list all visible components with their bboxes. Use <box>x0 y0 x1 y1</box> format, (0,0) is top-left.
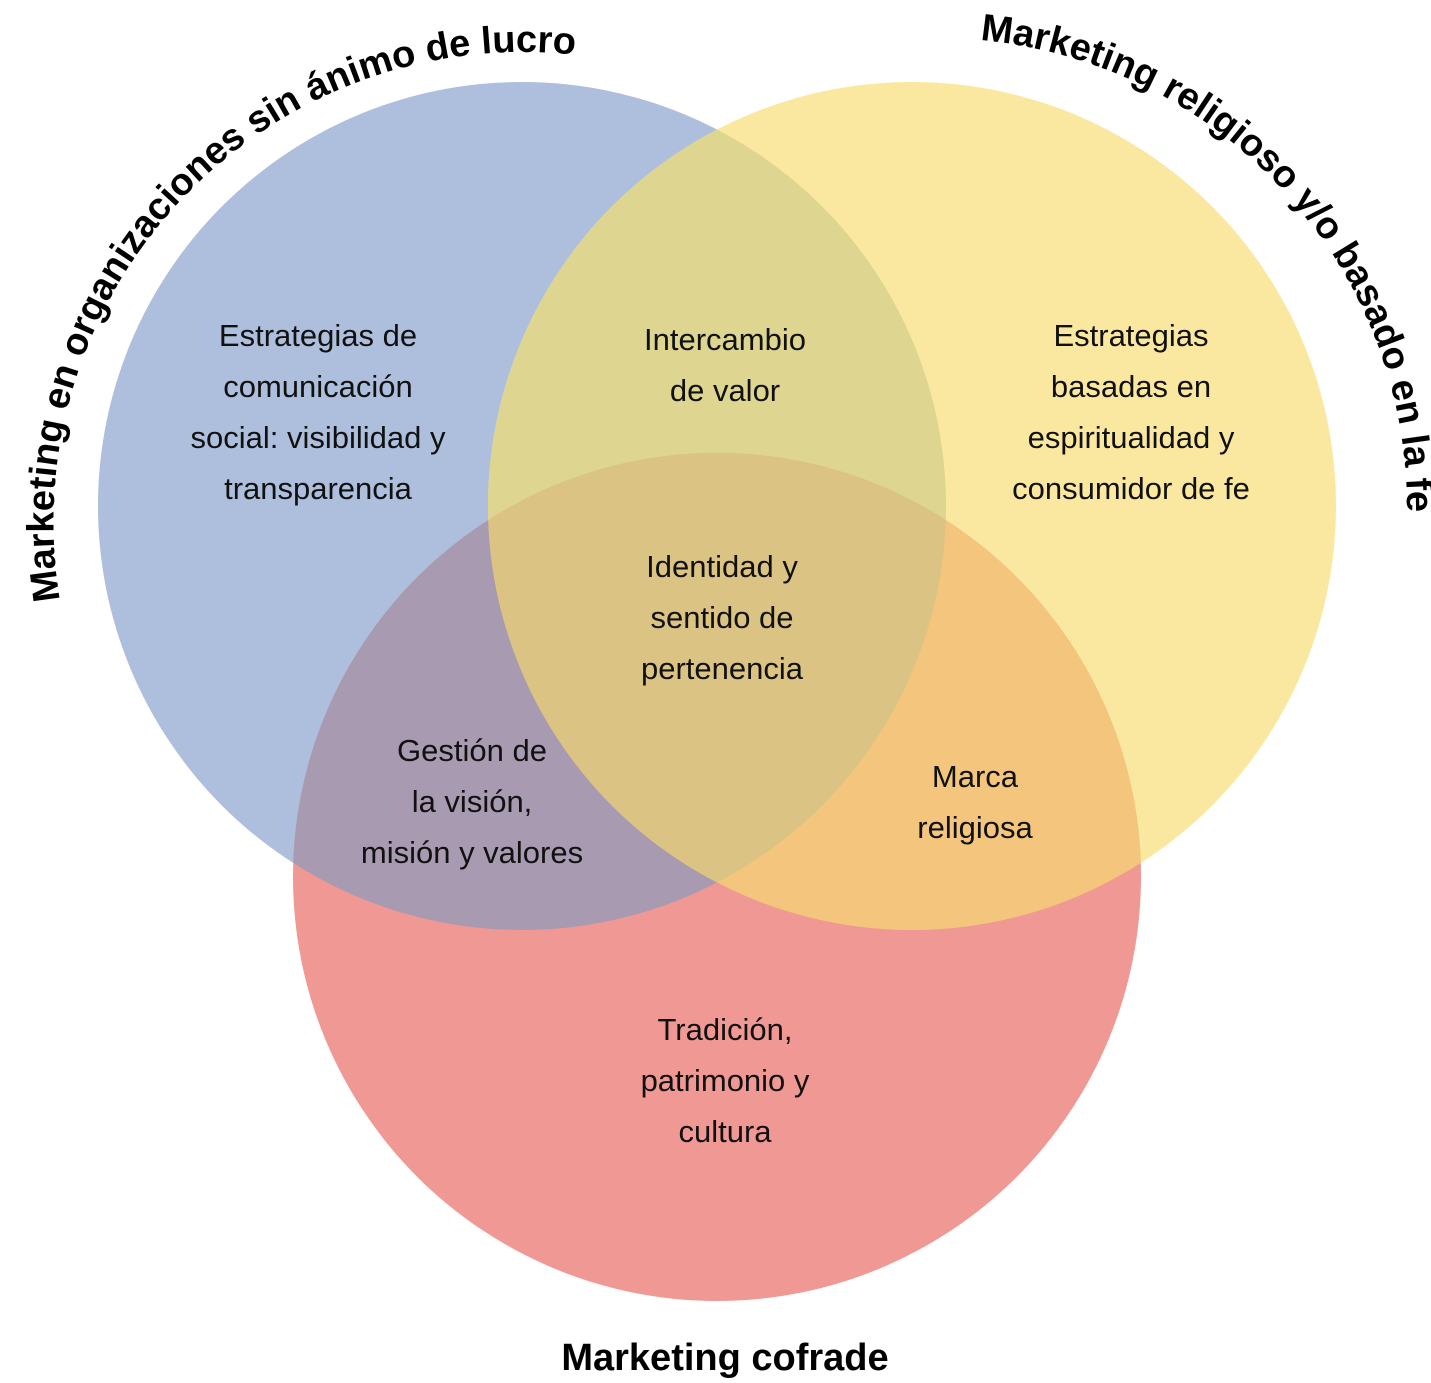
region-label-line: basadas en <box>1051 369 1211 404</box>
region-label-line: Marca <box>932 759 1019 794</box>
region-label-line: Estrategias de <box>219 318 417 353</box>
region-label-line: Gestión de <box>397 733 547 768</box>
region-label-line: espiritualidad y <box>1028 420 1235 455</box>
region-label-cofrade-only: Tradición, patrimonio y cultura <box>641 1012 810 1149</box>
region-label-line: de valor <box>670 373 780 408</box>
region-label-religious-only: Estrategias basadas en espiritualidad y con… <box>1012 318 1250 506</box>
region-label-line: consumidor de fe <box>1012 471 1250 506</box>
region-label-nonprofit-cofrade: Gestión de la visión, misión y valores <box>361 733 583 870</box>
set-title-cofrade: Marketing cofrade <box>561 1337 888 1379</box>
region-label-line: misión y valores <box>361 835 583 870</box>
region-label-line: Estrategias <box>1053 318 1208 353</box>
region-label-line: sentido de <box>650 600 793 635</box>
region-label-religious-cofrade: Marca religiosa <box>917 759 1033 845</box>
region-label-line: Tradición, <box>658 1012 793 1047</box>
region-label-line: la visión, <box>412 784 533 819</box>
region-label-line: Identidad y <box>646 549 798 584</box>
region-label-line: social: visibilidad y <box>191 420 446 455</box>
region-label-all-three: Identidad y sentido de pertenencia <box>641 549 804 686</box>
region-label-line: comunicación <box>223 369 413 404</box>
region-label-line: transparencia <box>224 471 413 506</box>
region-label-line: patrimonio y <box>641 1063 810 1098</box>
region-label-line: Intercambio <box>644 322 806 357</box>
region-label-nonprofit-religious: Intercambio de valor <box>644 322 806 408</box>
region-label-line: religiosa <box>917 810 1033 845</box>
region-label-nonprofit-only: Estrategias de comunicación social: visibi… <box>191 318 446 506</box>
region-label-line: cultura <box>678 1114 772 1149</box>
region-label-line: pertenencia <box>641 651 804 686</box>
